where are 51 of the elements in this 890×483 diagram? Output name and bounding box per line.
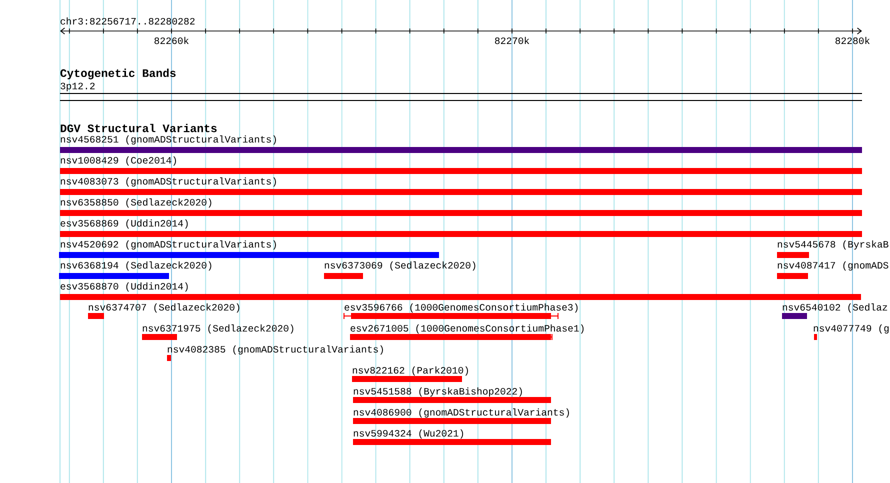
tick-label: 82270k: [495, 36, 530, 44]
node-label: esv3568870 (Uddin2014): [60, 282, 188, 292]
variant-feature: nsv6540102 (Sedlaz: [782, 303, 888, 319]
variant-feature: nsv4083073 (gnomADStructuralVariants): [60, 177, 862, 195]
variant-feature: nsv6373069 (Sedlazeck2020): [324, 261, 476, 279]
variant-feature: nsv4568251 (gnomADStructuralVariants): [60, 135, 862, 153]
variant-feature: nsv5994324 (Wu2021): [353, 429, 551, 445]
variant-feature: nsv5445678 (ByrskaB: [777, 240, 888, 258]
node-label: nsv6368194 (Sedlazeck2020): [60, 261, 212, 271]
track-title: Cytogenetic Bands: [60, 68, 176, 80]
node-label: nsv5451588 (ByrskaBishop2022): [354, 387, 522, 397]
node-label: nsv6371975 (Sedlazeck2020): [142, 324, 294, 334]
track-title: DGV Structural Variants: [60, 124, 217, 132]
variant-feature: nsv4082385 (gnomADStructuralVariants): [167, 345, 383, 361]
node-label: nsv5445678 (ByrskaB: [778, 240, 888, 250]
node-label: nsv1008429 (Coe2014): [60, 156, 176, 166]
node-label: esv2671005 (1000GenomesConsortiumPhase1): [350, 324, 584, 334]
node-label: nsv6373069 (Sedlazeck2020): [324, 261, 476, 271]
node-label: nsv4087417 (gnomADS: [778, 261, 888, 271]
node-label: esv3596766 (1000GenomesConsortiumPhase3): [344, 303, 578, 313]
node-label: nsv4082385 (gnomADStructuralVariants): [168, 345, 383, 355]
variant-feature: nsv1008429 (Coe2014): [60, 156, 862, 174]
variant-feature: esv2671005 (1000GenomesConsortiumPhase1): [350, 324, 584, 340]
tick-label: 82280k: [836, 36, 870, 44]
variant-feature: nsv6368194 (Sedlazeck2020): [59, 261, 212, 279]
variant-feature: nsv4087417 (gnomADS: [777, 261, 888, 279]
node-label: nsv5994324 (Wu2021): [354, 429, 464, 439]
variant-feature: nsv6371975 (Sedlazeck2020): [142, 324, 294, 340]
axis-title: chr3:82256717..82280282: [60, 17, 195, 25]
node-label: nsv4086900 (gnomADStructuralVariants): [354, 408, 569, 418]
variant-feature: nsv6358850 (Sedlazeck2020): [60, 198, 862, 216]
variant-feature: nsv4077749 (g: [814, 324, 889, 340]
variant-feature: nsv822162 (Park2010): [352, 366, 468, 382]
tick-label: 82260k: [154, 36, 189, 44]
node-label: nsv4083073 (gnomADStructuralVariants): [60, 177, 276, 187]
node-label: nsv6358850 (Sedlazeck2020): [60, 198, 212, 208]
node-label: nsv6540102 (Sedlaz: [782, 303, 888, 313]
variant-feature: nsv5451588 (ByrskaBishop2022): [353, 387, 551, 403]
node-label: nsv822162 (Park2010): [352, 366, 468, 376]
node-label: nsv4077749 (g: [814, 324, 889, 334]
node-label: nsv4520692 (gnomADStructuralVariants): [60, 240, 276, 250]
node-label: esv3568869 (Uddin2014): [60, 219, 188, 229]
variant-feature: nsv4520692 (gnomADStructuralVariants): [59, 240, 439, 258]
variant-feature: esv3596766 (1000GenomesConsortiumPhase3): [344, 303, 578, 320]
node-label: nsv6374707 (Sedlazeck2020): [88, 303, 240, 313]
variant-feature: nsv4086900 (gnomADStructuralVariants): [353, 408, 569, 424]
variant-feature: nsv6374707 (Sedlazeck2020): [88, 303, 240, 319]
variant-feature: esv3568869 (Uddin2014): [60, 219, 862, 237]
band-label: 3p12.2: [60, 82, 95, 92]
variant-feature: esv3568870 (Uddin2014): [60, 282, 861, 300]
node-label: nsv4568251 (gnomADStructuralVariants): [60, 135, 276, 145]
